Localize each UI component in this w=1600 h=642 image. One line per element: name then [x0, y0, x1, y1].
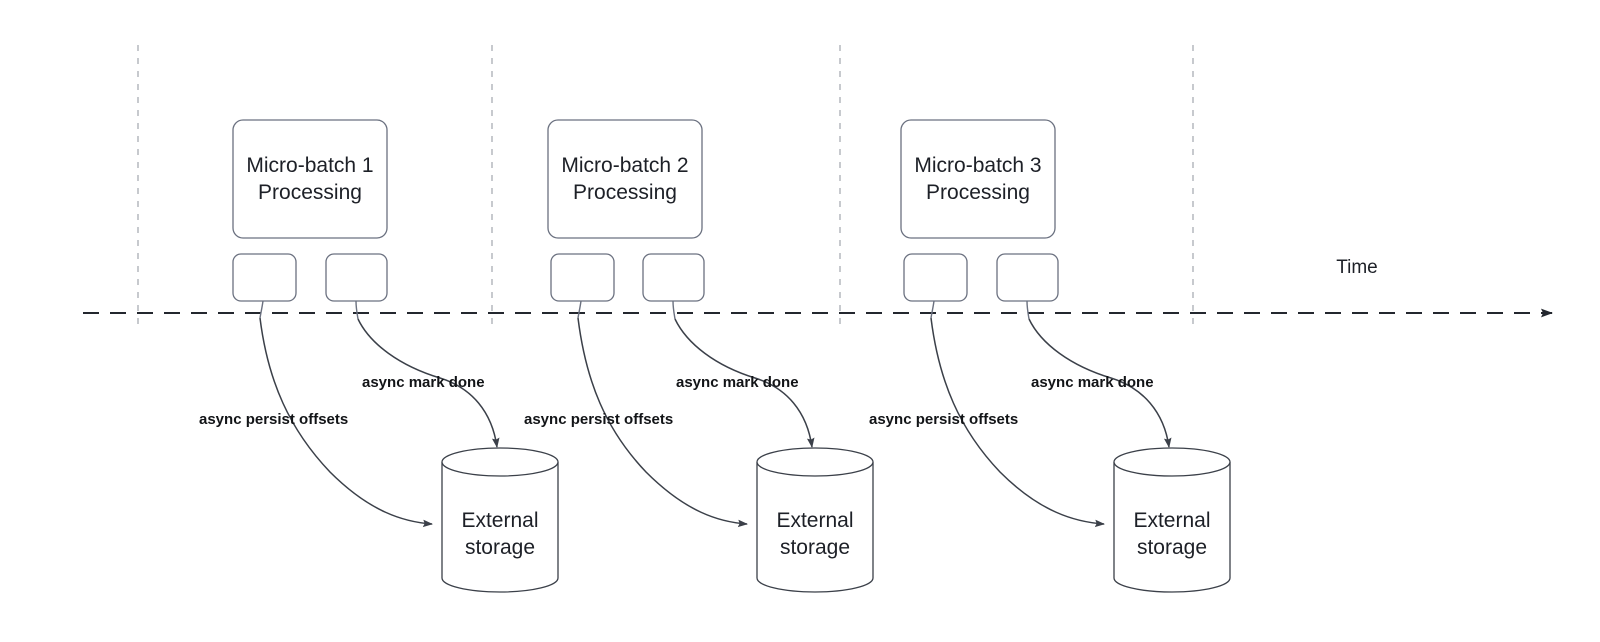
- offset-task-box[interactable]: [903, 253, 968, 302]
- async-persist-offsets-label: async persist offsets: [869, 411, 1018, 428]
- external-storage-label-line1: External: [461, 509, 538, 532]
- microbatch-group-1: Micro-batch 1 Processing async persist o…: [199, 119, 559, 593]
- async-persist-offsets-edge[interactable]: [259, 317, 433, 528]
- tick-lines-group: [137, 45, 1194, 330]
- external-storage-label-line2: storage: [1137, 536, 1207, 559]
- async-persist-offsets-edge[interactable]: [577, 317, 748, 528]
- async-mark-done-edge[interactable]: [357, 318, 500, 448]
- async-persist-offsets-label: async persist offsets: [524, 411, 673, 428]
- async-mark-done-label: async mark done: [1031, 374, 1154, 391]
- mark-done-task-box[interactable]: [996, 253, 1059, 302]
- mark-done-task-stem: [1026, 300, 1030, 320]
- async-mark-done-edge[interactable]: [1028, 318, 1172, 448]
- external-storage-cylinder[interactable]: External storage: [1113, 447, 1231, 593]
- external-storage-label-line2: storage: [465, 536, 535, 559]
- cylinder-body: [441, 462, 559, 593]
- async-persist-offsets-edge[interactable]: [930, 317, 1105, 528]
- microbatch-processing-label-line1: Micro-batch 2: [561, 154, 688, 177]
- microbatch-processing-box[interactable]: [232, 119, 388, 239]
- async-mark-done-label: async mark done: [676, 374, 799, 391]
- cylinder-top: [1113, 447, 1231, 477]
- async-persist-offsets-label: async persist offsets: [199, 411, 348, 428]
- microbatch-processing-box[interactable]: [547, 119, 703, 239]
- mark-done-task-stem: [355, 300, 359, 320]
- cylinder-body: [1113, 462, 1231, 593]
- offset-task-stem: [259, 300, 264, 319]
- async-mark-done-label: async mark done: [362, 374, 485, 391]
- external-storage-cylinder[interactable]: External storage: [441, 447, 559, 593]
- microbatch-processing-box[interactable]: [900, 119, 1056, 239]
- cylinder-top: [756, 447, 874, 477]
- external-storage-label-line1: External: [776, 509, 853, 532]
- async-mark-done-edge[interactable]: [674, 318, 815, 448]
- microbatch-processing-label-line1: Micro-batch 1: [246, 154, 373, 177]
- mark-done-task-stem: [672, 300, 676, 320]
- offset-task-stem: [930, 300, 935, 319]
- external-storage-label-line2: storage: [780, 536, 850, 559]
- microbatch-group-2: Micro-batch 2 Processing async persist o…: [524, 119, 874, 593]
- mark-done-task-box[interactable]: [325, 253, 388, 302]
- time-axis: Time: [83, 257, 1553, 318]
- time-axis-label: Time: [1336, 257, 1378, 278]
- offset-task-box[interactable]: [232, 253, 297, 302]
- offset-task-box[interactable]: [550, 253, 615, 302]
- external-storage-cylinder[interactable]: External storage: [756, 447, 874, 593]
- external-storage-label-line1: External: [1133, 509, 1210, 532]
- microbatch-group-3: Micro-batch 3 Processing async persist o…: [869, 119, 1231, 593]
- cylinder-top: [441, 447, 559, 477]
- cylinder-body: [756, 462, 874, 593]
- microbatch-processing-label-line1: Micro-batch 3: [914, 154, 1041, 177]
- mark-done-task-box[interactable]: [642, 253, 705, 302]
- microbatch-processing-label-line2: Processing: [573, 181, 677, 204]
- offset-task-stem: [577, 300, 582, 319]
- microbatch-processing-label-line2: Processing: [258, 181, 362, 204]
- microbatch-processing-label-line2: Processing: [926, 181, 1030, 204]
